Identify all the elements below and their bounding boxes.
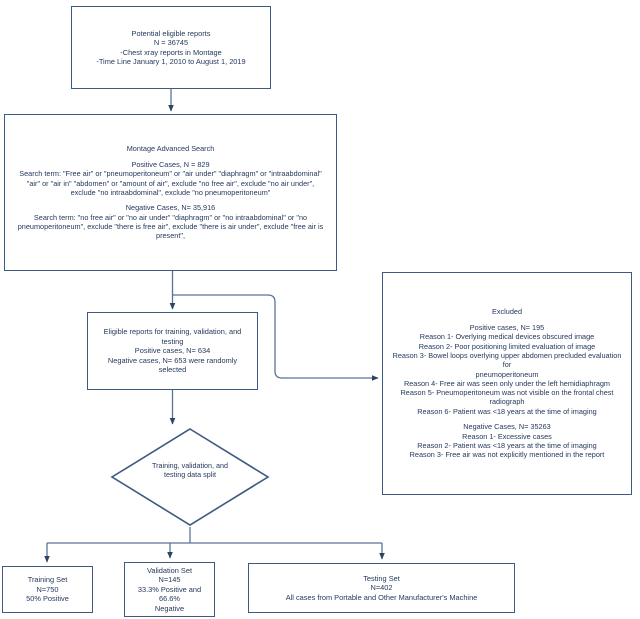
split-line-1: Training, validation, and	[151, 461, 229, 470]
training-line-3: 50% Positive	[26, 594, 69, 604]
testing-line-1: Testing Set	[363, 573, 400, 583]
excluded-positive-reason-2: Reason 2- Poor positioning limited evalu…	[418, 341, 596, 351]
excluded-positive-reason-1: Reason 1- Overlying medical devices obsc…	[419, 332, 595, 342]
validation-set-box: Validation Set N=145 33.3% Positive and …	[124, 562, 215, 617]
excluded-negative-reason-3: Reason 3- Free air was not explicitly me…	[409, 450, 605, 460]
eligible-line-2: testing	[161, 336, 184, 346]
montage-advanced-search-box: Montage Advanced Search Positive Cases, …	[4, 114, 337, 271]
testing-line-2: N=402	[370, 583, 393, 593]
potential-line-2: N = 36745	[153, 38, 189, 48]
eligible-line-3: Positive cases, N= 634	[134, 346, 211, 356]
potential-line-3: -Chest xray reports in Montage	[120, 47, 222, 57]
excluded-box: Excluded Positive cases, N= 195 Reason 1…	[382, 272, 632, 495]
excluded-positive-reason-4: Reason 4- Free air was seen only under t…	[403, 378, 611, 388]
validation-line-2: N=145	[158, 575, 181, 585]
excluded-positive-reason-5-cont: radiograph	[489, 397, 525, 407]
connector-split-to-sets	[44, 527, 385, 563]
montage-negative-line-2: pneumoperitoneum", exclude "there is fre…	[17, 222, 324, 232]
testing-line-3: All cases from Portable and Other Manufa…	[285, 592, 478, 602]
montage-negative-line-3: present",	[156, 231, 185, 241]
excluded-positive-reason-5: Reason 5- Pneumoperitoneum was not visib…	[400, 388, 614, 398]
validation-line-4: Negative	[154, 603, 185, 613]
validation-line-3: 33.3% Positive and 66.6%	[137, 584, 202, 604]
testing-set-box: Testing Set N=402 All cases from Portabl…	[248, 563, 515, 613]
excluded-negative-reason-2: Reason 2- Patient was <18 years at the t…	[417, 441, 597, 450]
training-set-box: Training Set N=750 50% Positive	[2, 566, 93, 613]
excluded-positive-reason-3-cont: pneumoperitoneum	[475, 369, 539, 379]
eligible-line-1: Eligible reports for training, validatio…	[103, 327, 242, 337]
montage-positive-line-1: Search term: "Free air" or "pneumoperito…	[19, 169, 322, 179]
excluded-positive-reason-3: Reason 3- Bowel loops overlying upper ab…	[392, 350, 622, 370]
eligible-line-4: Negative cases, N= 653 were randomly	[107, 355, 238, 365]
diamond-shape	[110, 428, 270, 526]
training-line-1: Training Set	[27, 575, 68, 585]
potential-line-1: Potential eligible reports	[131, 28, 211, 38]
excluded-heading: Excluded	[491, 307, 523, 317]
data-split-decision-diamond: Training, validation, and testing data s…	[110, 427, 270, 527]
montage-negative-line-1: Search term: "no free air" or "no air un…	[33, 212, 308, 222]
excluded-negative-heading: Negative Cases, N= 35263	[463, 422, 551, 432]
eligible-reports-box: Eligible reports for training, validatio…	[87, 312, 258, 390]
split-line-2: testing data split	[164, 470, 216, 480]
excluded-positive-heading: Positive cases, N= 195	[469, 322, 545, 332]
excluded-positive-reason-6: Reason 6- Patient was <18 years at the t…	[417, 406, 597, 416]
excluded-negative-reason-1: Reason 1- Excessive cases	[462, 431, 552, 441]
potential-line-4: -Time Line January 1, 2010 to August 1, …	[96, 56, 246, 66]
potential-eligible-reports-box: Potential eligible reports N = 36745 -Ch…	[71, 6, 271, 89]
eligible-line-5: selected	[158, 365, 187, 375]
montage-positive-line-2: "air" or "air in" "abdomen" or "amount o…	[26, 178, 315, 188]
montage-positive-line-3: exclude "no intraabdominal", exclude "no…	[70, 187, 271, 197]
montage-positive-heading: Positive Cases, N = 829	[131, 159, 210, 169]
validation-line-1: Validation Set	[146, 565, 193, 575]
montage-heading: Montage Advanced Search	[126, 144, 215, 154]
training-line-2: N=750	[36, 584, 59, 594]
montage-negative-heading: Negative Cases, N= 35,916	[125, 203, 216, 213]
